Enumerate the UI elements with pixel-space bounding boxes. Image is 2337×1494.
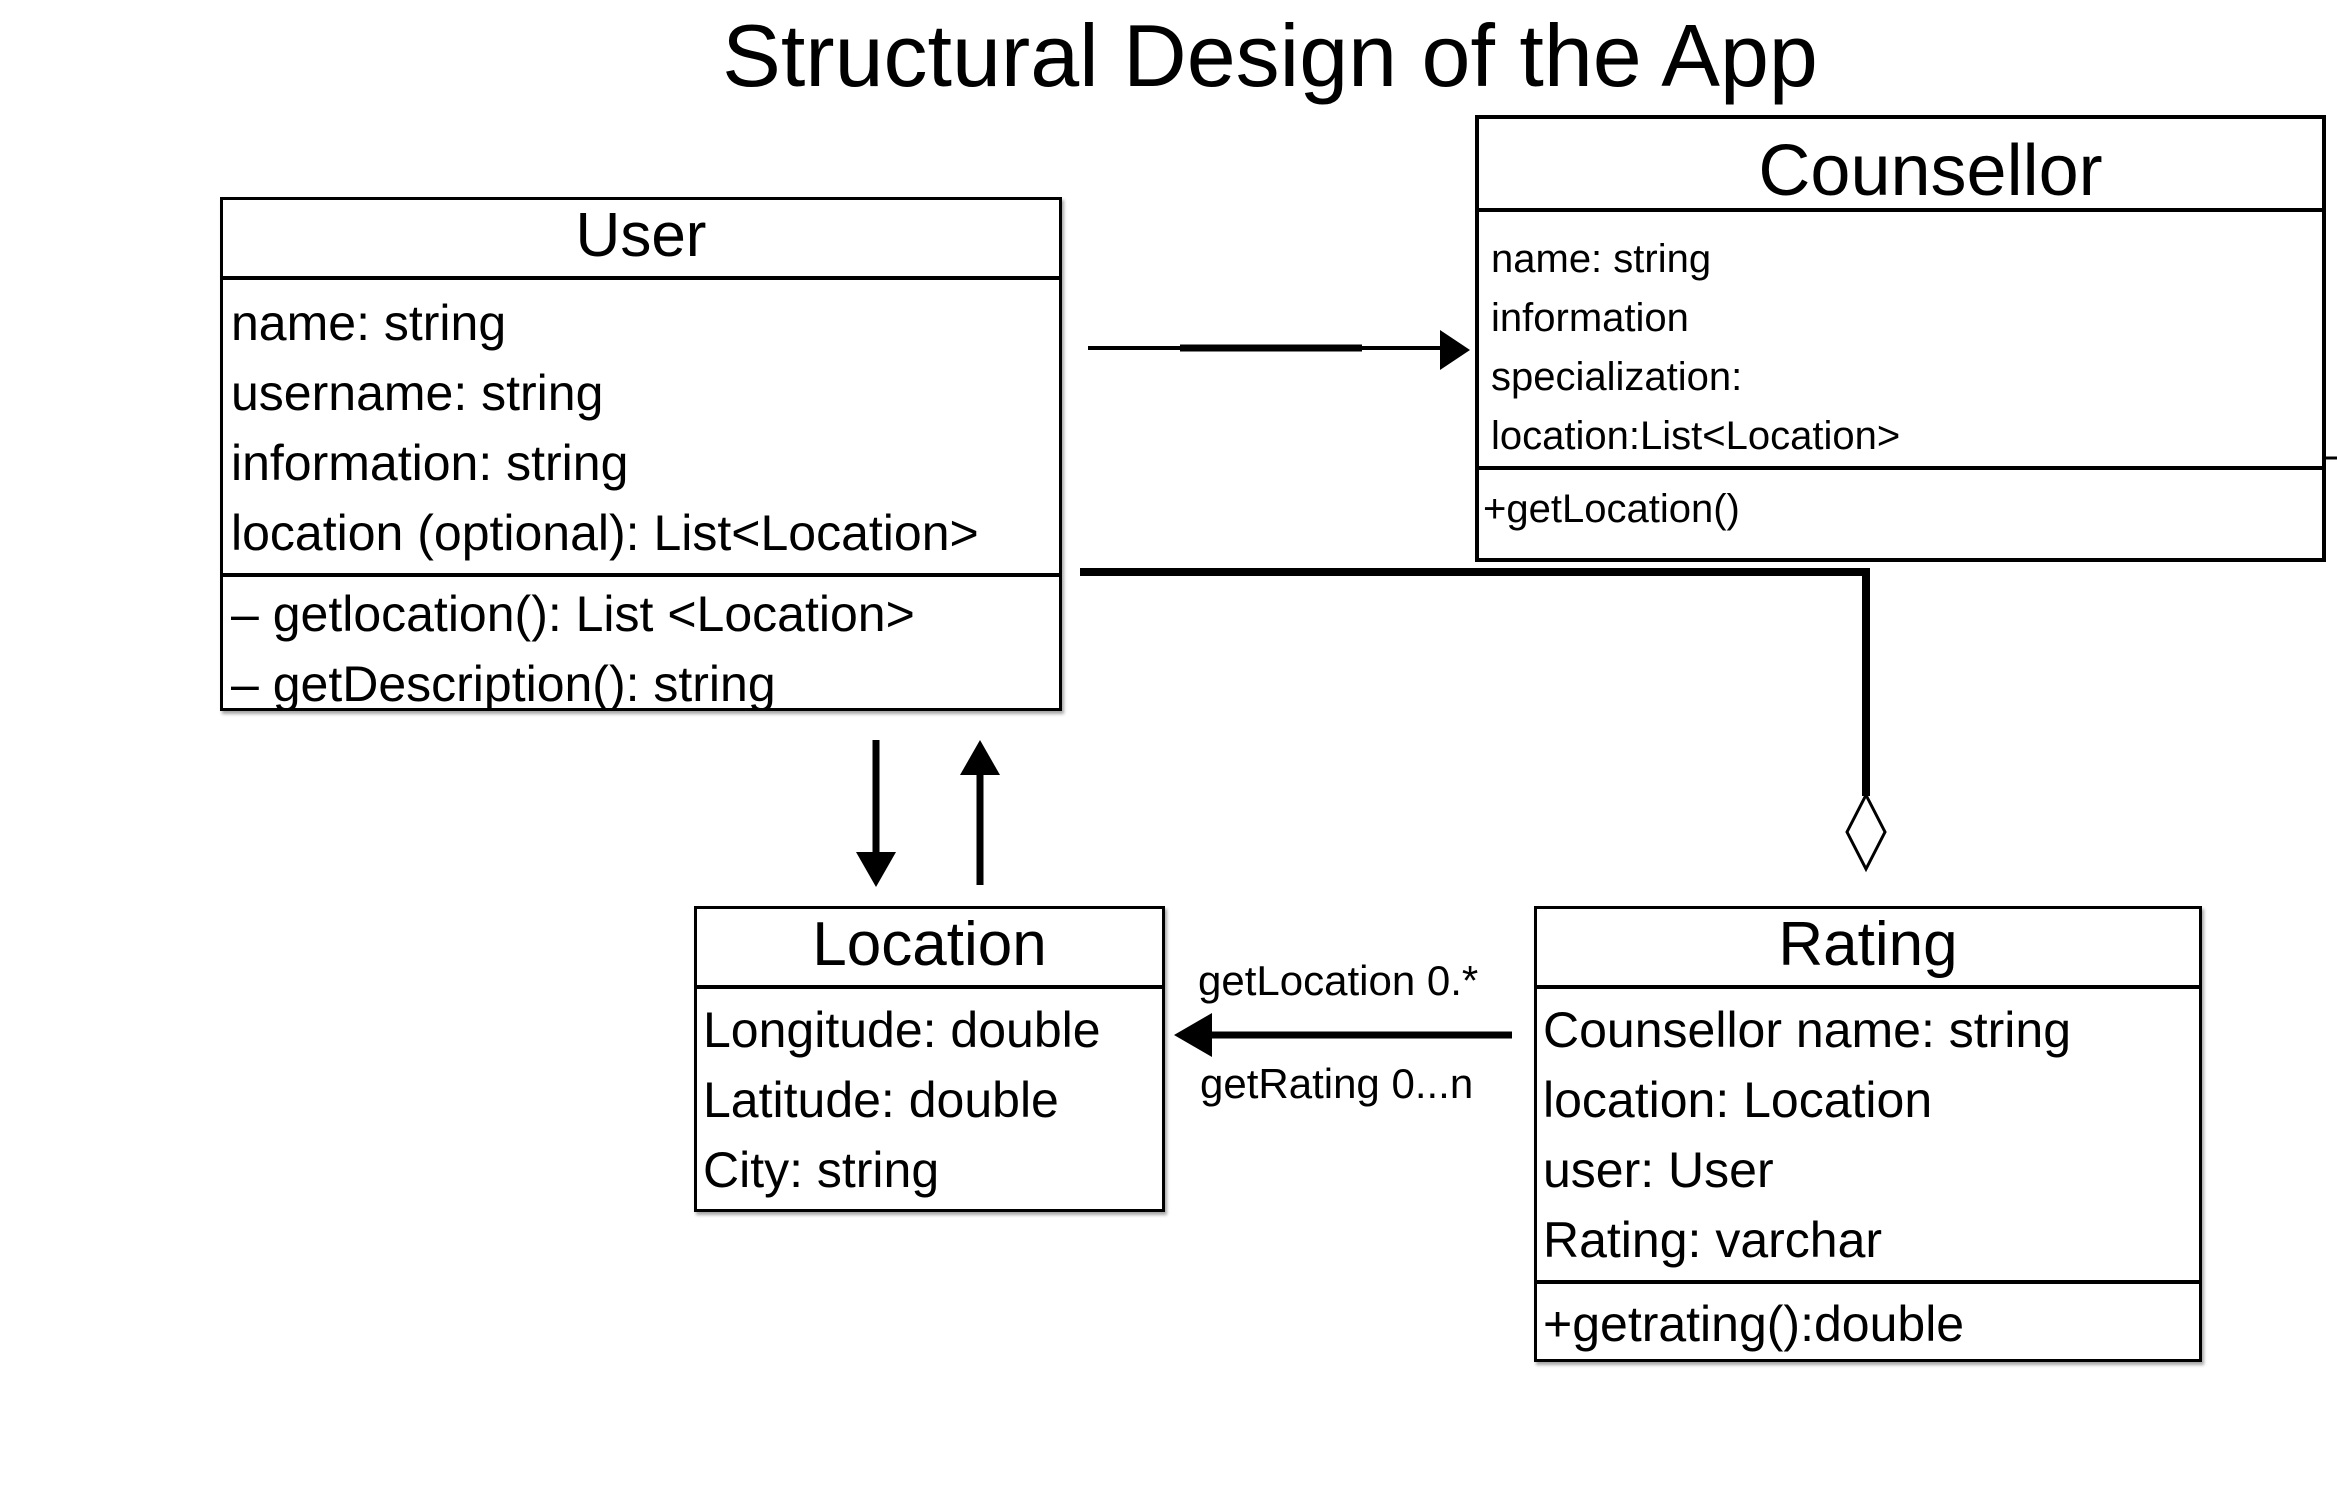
arrow-down-icon bbox=[856, 852, 896, 887]
class-counsellor-operations: +getLocation() bbox=[1479, 466, 2322, 534]
class-rating-attributes: Counsellor name: string location: Locati… bbox=[1537, 989, 2199, 1280]
class-location-name: Location bbox=[697, 909, 1162, 989]
arrow-up-icon bbox=[960, 740, 1000, 775]
class-rating-operations: +getrating():double bbox=[1537, 1280, 2199, 1359]
attribute: location:List<Location> bbox=[1491, 414, 1901, 458]
class-counsellor-attributes: name: string information specialization:… bbox=[1479, 212, 2322, 466]
operation: – getlocation(): List <Location> bbox=[231, 586, 915, 642]
attribute: information bbox=[1491, 296, 1689, 340]
operation: – getDescription(): string bbox=[231, 656, 776, 711]
class-user-attributes: name: string username: string informatio… bbox=[223, 280, 1059, 573]
association-user-to-location bbox=[856, 740, 896, 887]
class-location-attributes: Longitude: double Latitude: double City:… bbox=[697, 989, 1162, 1205]
class-counsellor: Counsellor name: string information spec… bbox=[1475, 115, 2326, 562]
attribute: information: string bbox=[231, 435, 629, 491]
class-rating-name: Rating bbox=[1537, 909, 2199, 989]
attribute: City: string bbox=[703, 1142, 940, 1198]
association-rating-location bbox=[1174, 1013, 1512, 1057]
arrowhead-icon bbox=[1440, 330, 1470, 370]
attribute: Longitude: double bbox=[703, 1002, 1101, 1058]
relationship-label-getlocation: getLocation 0.* bbox=[1198, 957, 1479, 1004]
attribute: user: User bbox=[1543, 1142, 1774, 1198]
aggregation-user-rating bbox=[1080, 568, 1887, 873]
attribute: name: string bbox=[231, 295, 507, 351]
relationship-label-getrating: getRating 0...n bbox=[1200, 1060, 1474, 1107]
arrow-left-icon bbox=[1174, 1013, 1212, 1057]
class-user-operations: – getlocation(): List <Location> – getDe… bbox=[223, 573, 1059, 711]
attribute: Counsellor name: string bbox=[1543, 1002, 2072, 1058]
class-counsellor-name: Counsellor bbox=[1479, 119, 2322, 212]
association-user-counsellor bbox=[1088, 330, 1470, 370]
attribute: username: string bbox=[231, 365, 604, 421]
attribute: Rating: varchar bbox=[1543, 1212, 1883, 1268]
attribute: name: string bbox=[1491, 237, 1712, 281]
operation: +getLocation() bbox=[1483, 487, 1740, 531]
attribute: location (optional): List<Location> bbox=[231, 505, 979, 561]
attribute: specialization: bbox=[1491, 355, 1743, 399]
class-location: Location Longitude: double Latitude: dou… bbox=[694, 906, 1165, 1212]
attribute: Latitude: double bbox=[703, 1072, 1059, 1128]
class-user-name: User bbox=[223, 200, 1059, 280]
association-location-to-user bbox=[960, 740, 1000, 885]
diagram-title: Structural Design of the App bbox=[722, 6, 1818, 105]
attribute: location: Location bbox=[1543, 1072, 1933, 1128]
class-rating: Rating Counsellor name: string location:… bbox=[1534, 906, 2202, 1362]
aggregation-diamond-icon bbox=[1845, 791, 1887, 873]
operation: +getrating():double bbox=[1543, 1296, 1965, 1352]
class-user: User name: string username: string infor… bbox=[220, 197, 1062, 711]
